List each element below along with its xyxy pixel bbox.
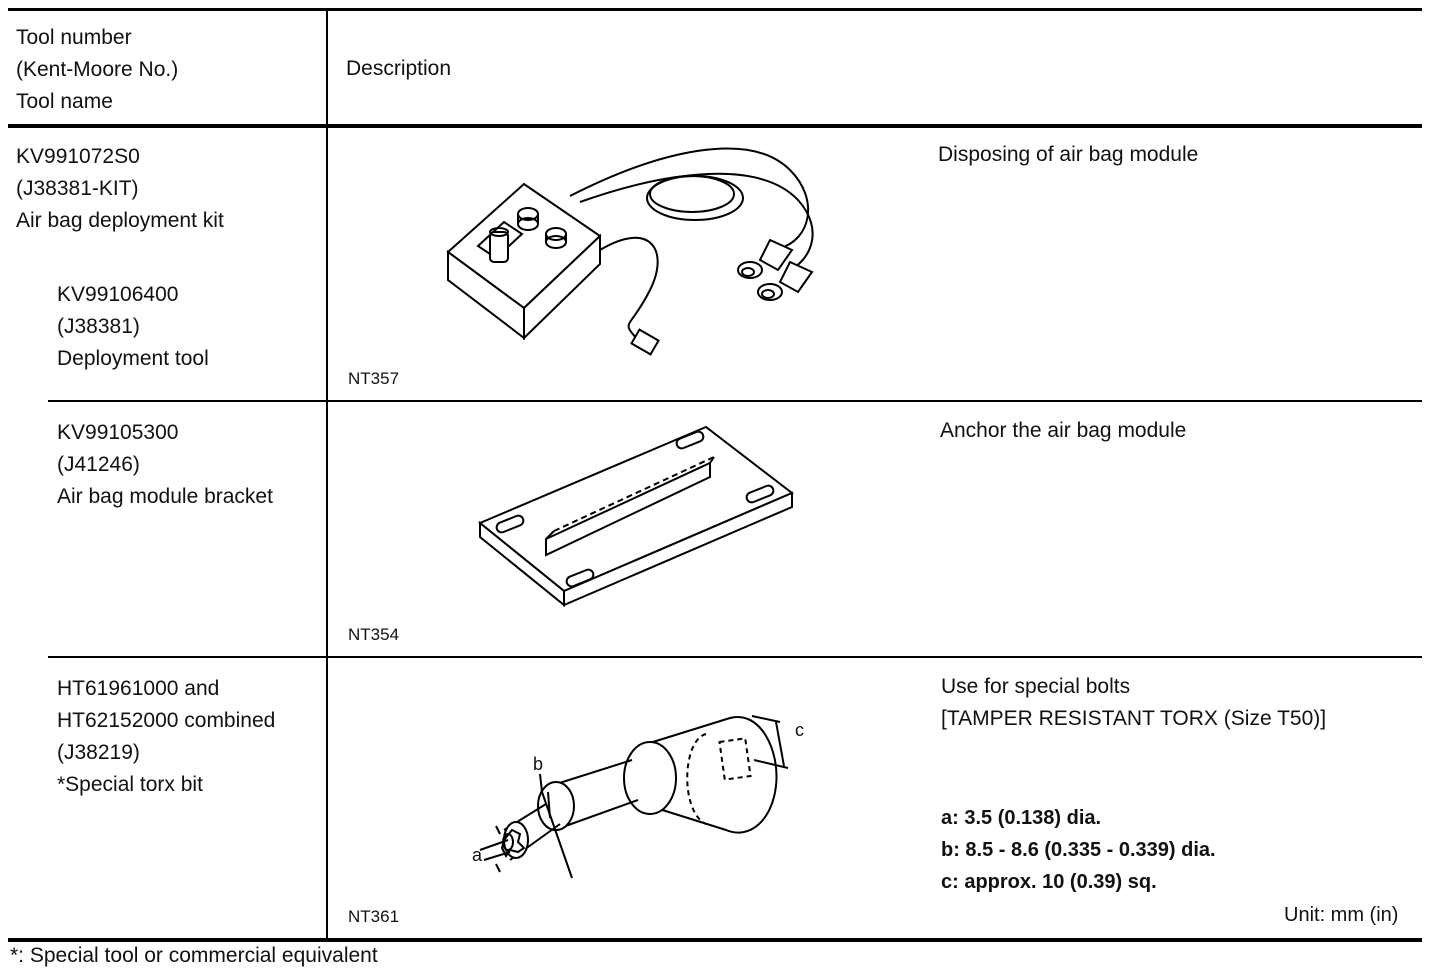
subtool-kent-moore: (J38381) xyxy=(57,315,140,338)
tool-name: Air bag module bracket xyxy=(57,485,273,508)
tool-number: KV991072S0 xyxy=(16,145,140,168)
header-tool-number: Tool number xyxy=(16,26,132,49)
spec-c: c: approx. 10 (0.39) sq. xyxy=(941,871,1157,893)
table-bottom-rule xyxy=(8,938,1422,942)
illustration-code: NT357 xyxy=(348,369,400,388)
kent-moore-number: (J38219) xyxy=(57,741,140,764)
dimension-label-b: b xyxy=(533,754,544,774)
tool-number: HT61961000 and xyxy=(57,677,220,700)
module-bracket-illustration xyxy=(470,415,810,620)
header-kent-moore: (Kent-Moore No.) xyxy=(16,58,179,81)
illustration-code: NT354 xyxy=(348,625,400,644)
tool-number: KV99105300 xyxy=(57,421,179,444)
tool-name: Air bag deployment kit xyxy=(16,209,224,232)
tool-number: HT62152000 combined xyxy=(57,709,276,732)
description: Disposing of air bag module xyxy=(938,143,1199,166)
deployment-kit-illustration xyxy=(430,140,850,360)
spec-a: a: 3.5 (0.138) dia. xyxy=(941,807,1102,829)
subtool-number: KV99106400 xyxy=(57,283,179,306)
description: [TAMPER RESISTANT TORX (Size T50)] xyxy=(941,707,1327,730)
column-divider xyxy=(326,10,328,940)
description: Use for special bolts xyxy=(941,675,1131,698)
header-description: Description xyxy=(346,57,452,80)
table-top-rule xyxy=(8,8,1422,11)
unit-label: Unit: mm (in) xyxy=(1284,904,1399,926)
header-bottom-rule xyxy=(8,124,1422,128)
description: Anchor the air bag module xyxy=(940,419,1187,442)
torx-bit-illustration xyxy=(460,700,820,890)
row-divider xyxy=(48,656,1422,658)
dimension-label-a: a xyxy=(472,845,483,865)
kent-moore-number: (J41246) xyxy=(57,453,140,476)
illustration-code: NT361 xyxy=(348,907,400,926)
footnote: *: Special tool or commercial equivalent xyxy=(10,944,378,967)
dimension-label-c: c xyxy=(795,720,804,740)
subtool-name: Deployment tool xyxy=(57,347,209,370)
header-tool-name: Tool name xyxy=(16,90,113,113)
kent-moore-number: (J38381-KIT) xyxy=(16,177,139,200)
row-divider xyxy=(48,400,1422,402)
spec-b: b: 8.5 - 8.6 (0.335 - 0.339) dia. xyxy=(941,839,1216,861)
tool-name: *Special torx bit xyxy=(57,773,203,796)
